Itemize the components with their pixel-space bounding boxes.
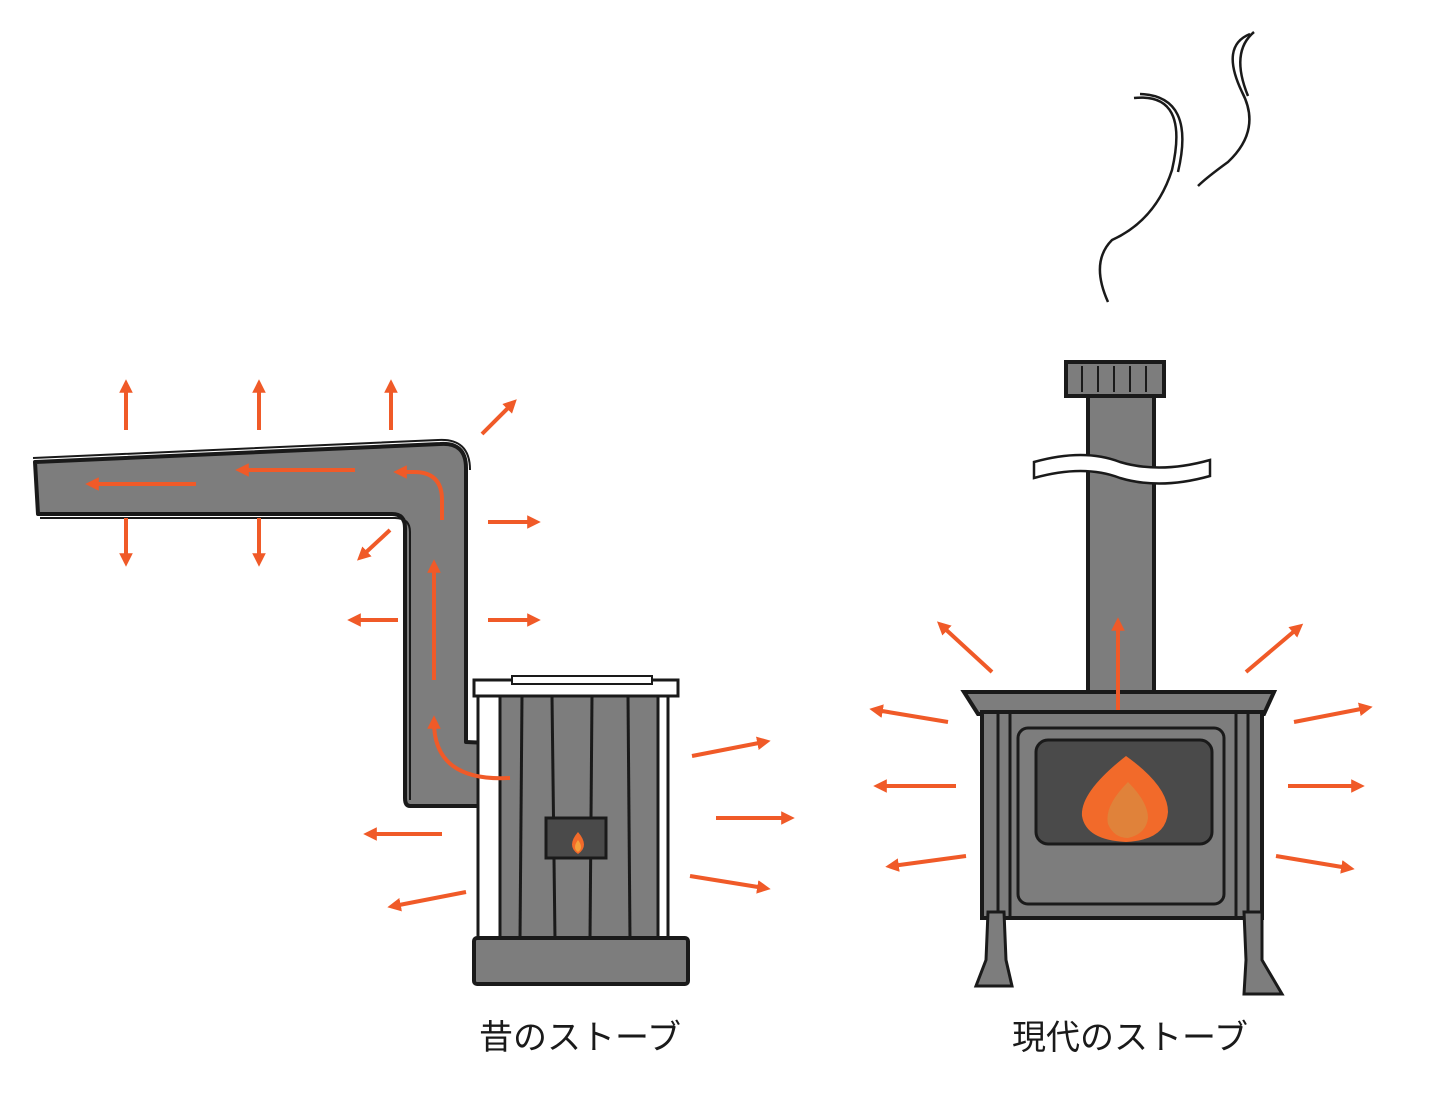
smoke-icon bbox=[1098, 31, 1255, 303]
chimney-pipe bbox=[1086, 394, 1156, 696]
modern-stove-caption: 現代のストーブ bbox=[1012, 1018, 1248, 1058]
chimney-break bbox=[1032, 453, 1212, 485]
old-stove-flame bbox=[572, 832, 584, 854]
old-stove bbox=[32, 379, 795, 986]
old-stove-base bbox=[472, 936, 690, 986]
modern-stove-flame bbox=[1081, 756, 1168, 842]
modern-stove-leg-left bbox=[973, 910, 1014, 988]
old-stove-caption: 昔のストーブ bbox=[479, 1018, 681, 1058]
modern-heat-arrows bbox=[869, 617, 1373, 874]
old-flow-arrows bbox=[85, 463, 511, 781]
old-stovepipe bbox=[33, 441, 514, 808]
old-heat-arrows bbox=[119, 379, 795, 912]
modern-stove-leg-right bbox=[1242, 910, 1285, 996]
modern-stove bbox=[869, 31, 1373, 996]
